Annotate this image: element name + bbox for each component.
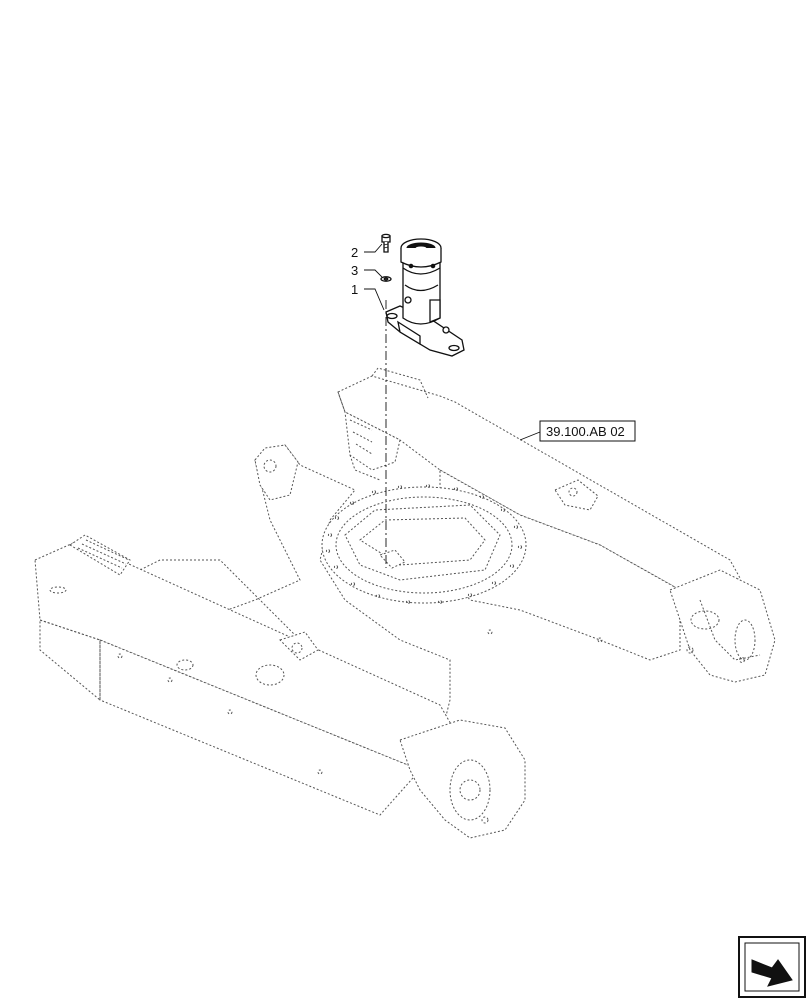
next-page-arrow-icon[interactable] bbox=[738, 936, 806, 998]
ring-bolt-holes bbox=[325, 483, 523, 605]
bolt-part bbox=[381, 233, 391, 253]
swivel-joint-part bbox=[385, 238, 465, 357]
undercarriage-frame bbox=[34, 367, 776, 839]
callout-leaders bbox=[364, 243, 385, 311]
callout-1: 1 bbox=[351, 282, 358, 297]
callout-3: 3 bbox=[351, 263, 358, 278]
washer-part bbox=[380, 276, 392, 282]
reference-link[interactable]: 39.100.AB 02 bbox=[519, 420, 636, 442]
callout-2: 2 bbox=[351, 245, 358, 260]
reference-link-box[interactable] bbox=[539, 420, 636, 442]
reference-link-label[interactable]: 39.100.AB 02 bbox=[546, 424, 625, 439]
